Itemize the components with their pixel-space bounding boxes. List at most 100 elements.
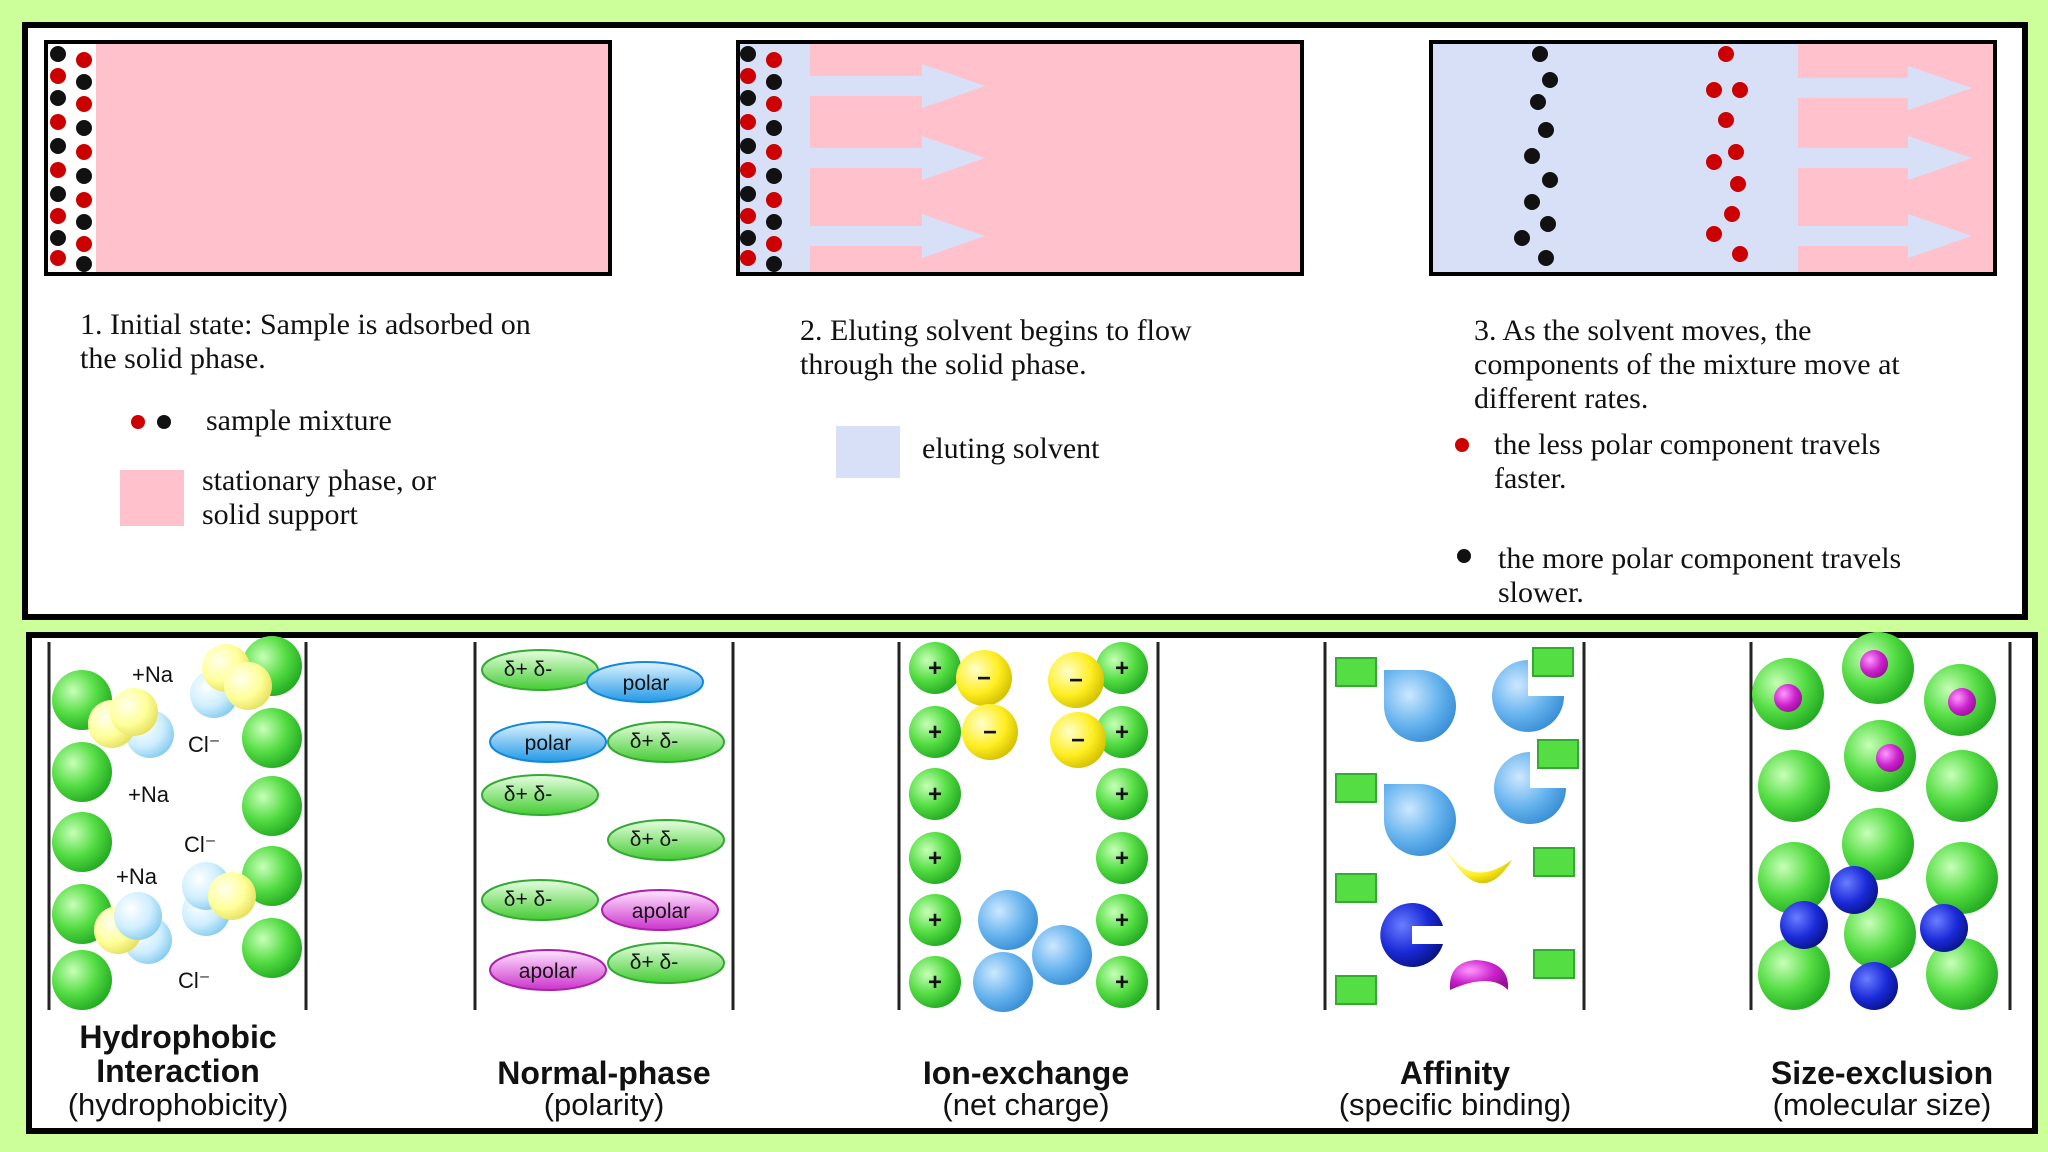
red-component-dot bbox=[740, 114, 756, 130]
normal-phase-column: δ+ δ- polar polar δ+ δ- δ+ δ- δ+ δ- δ+ δ… bbox=[481, 649, 725, 991]
black-component-dot bbox=[740, 230, 756, 246]
sodium-ion-label: +Na bbox=[132, 662, 174, 687]
binding-site-icon bbox=[1384, 670, 1456, 742]
stationary-phase-box-1 bbox=[48, 44, 608, 272]
polar-label: polar bbox=[525, 732, 572, 755]
method-title-size-exclusion: Size-exclusion bbox=[1770, 1055, 1994, 1091]
red-component-dot bbox=[50, 68, 66, 84]
red-component-dot bbox=[76, 192, 92, 208]
positive-charge-label: + bbox=[928, 655, 942, 682]
red-component-dot bbox=[1730, 176, 1746, 192]
solvent-flow-arrows-3 bbox=[1798, 66, 1972, 258]
hydrophobic-column: +Na Cl⁻ +Na Cl⁻ +Na Cl⁻ bbox=[52, 636, 302, 1010]
positive-charge-label: + bbox=[928, 845, 942, 872]
black-component-dot bbox=[76, 168, 92, 184]
negative-charge-label: − bbox=[1071, 727, 1085, 754]
red-component-dot bbox=[1718, 112, 1734, 128]
positive-charge-label: + bbox=[928, 719, 942, 746]
positive-charge-label: + bbox=[928, 907, 942, 934]
black-component-dot bbox=[50, 46, 66, 62]
black-component-dot bbox=[1542, 72, 1558, 88]
flow-arrow-icon bbox=[1798, 214, 1972, 258]
red-component-dot bbox=[766, 96, 782, 112]
black-component-dot bbox=[1532, 46, 1548, 62]
solvent-flow-arrows-2 bbox=[808, 64, 985, 258]
negative-charge-label: − bbox=[977, 665, 991, 692]
column-box-2 bbox=[736, 40, 1304, 276]
red-component-dot bbox=[76, 52, 92, 68]
column-box-1 bbox=[44, 40, 612, 276]
apolar-label: apolar bbox=[632, 900, 690, 923]
dipole-label: δ+ δ- bbox=[504, 888, 552, 911]
dipole-label: δ+ δ- bbox=[504, 783, 552, 806]
black-component-dot bbox=[1538, 250, 1554, 266]
red-component-dot bbox=[1732, 246, 1748, 262]
step-1-caption: 1. Initial state: Sample is adsorbed on … bbox=[80, 308, 531, 375]
red-dot-icon bbox=[131, 415, 145, 429]
red-component-dot bbox=[766, 192, 782, 208]
separated-dots-box-3 bbox=[1514, 46, 1748, 266]
chloride-ion-label: Cl⁻ bbox=[188, 732, 220, 757]
apolar-label: apolar bbox=[519, 960, 577, 983]
polar-label: polar bbox=[623, 672, 670, 695]
eluting-solvent-legend: eluting solvent bbox=[922, 432, 1100, 465]
black-component-dot bbox=[76, 74, 92, 90]
red-component-dot bbox=[740, 250, 756, 266]
magenta-molecule-icon bbox=[1449, 960, 1509, 990]
black-component-dot bbox=[1530, 94, 1546, 110]
ion-exchange-column: + + + + + + + + + + + + − − − − bbox=[909, 642, 1148, 1012]
method-title-normal-phase: Normal-phase bbox=[497, 1055, 711, 1091]
method-title-ion-exchange: Ion-exchange bbox=[922, 1055, 1130, 1091]
method-subtitle-ion-exchange: (net charge) bbox=[942, 1087, 1110, 1122]
stationary-phase-legend: stationary phase, or solid support bbox=[202, 464, 437, 531]
red-component-dot bbox=[1706, 154, 1722, 170]
black-component-dot bbox=[766, 168, 782, 184]
method-title-affinity: Affinity bbox=[1399, 1055, 1511, 1091]
binding-site-icon bbox=[1384, 784, 1456, 856]
eluting-solvent-swatch bbox=[836, 426, 900, 478]
black-component-dot bbox=[50, 90, 66, 106]
column-box-3 bbox=[1429, 40, 1997, 276]
method-subtitle-normal-phase: (polarity) bbox=[543, 1087, 665, 1122]
bead-group bbox=[52, 636, 302, 1010]
chromatography-types-panel bbox=[26, 632, 2038, 1134]
sample-mixture-legend: sample mixture bbox=[206, 404, 392, 437]
column-walls bbox=[47, 642, 2012, 1010]
red-component-dot bbox=[50, 114, 66, 130]
dipole-label: δ+ δ- bbox=[630, 730, 678, 753]
red-component-dot bbox=[50, 250, 66, 266]
black-component-dot bbox=[766, 256, 782, 272]
flow-arrow-icon bbox=[808, 214, 985, 258]
positive-charge-label: + bbox=[1115, 655, 1129, 682]
more-polar-legend: the more polar component travels slower. bbox=[1498, 542, 1902, 609]
negative-charge-label: − bbox=[1069, 667, 1083, 694]
red-component-dot bbox=[740, 208, 756, 224]
red-component-dot bbox=[1724, 206, 1740, 222]
less-polar-legend: the less polar component travels faster. bbox=[1494, 428, 1881, 495]
red-component-dot bbox=[76, 96, 92, 112]
black-component-dot bbox=[50, 186, 66, 202]
pacman-molecule-icon bbox=[1380, 903, 1443, 967]
black-component-dot bbox=[1524, 194, 1540, 210]
dipole-label: δ+ δ- bbox=[504, 658, 552, 681]
method-subtitle-affinity: (specific binding) bbox=[1338, 1087, 1572, 1122]
red-component-dot bbox=[766, 144, 782, 160]
positive-charge-label: + bbox=[1115, 969, 1129, 996]
binding-site-icon bbox=[1494, 752, 1566, 824]
dipole-label: δ+ δ- bbox=[630, 951, 678, 974]
flow-arrow-icon bbox=[1798, 66, 1972, 110]
red-component-dot bbox=[740, 68, 756, 84]
crescent-ligand-icon bbox=[1445, 848, 1512, 884]
black-component-dot bbox=[740, 186, 756, 202]
red-component-dot bbox=[740, 162, 756, 178]
positive-charge-label: + bbox=[1115, 907, 1129, 934]
affinity-column bbox=[1335, 647, 1579, 1005]
red-component-dot bbox=[76, 144, 92, 160]
black-component-dot bbox=[740, 138, 756, 154]
red-component-dot bbox=[50, 208, 66, 224]
positive-charge-label: + bbox=[1115, 781, 1129, 808]
red-dot-icon bbox=[1455, 438, 1469, 452]
method-subtitle-hydrophobic: (hydrophobicity) bbox=[67, 1087, 289, 1122]
black-component-dot bbox=[1538, 122, 1554, 138]
